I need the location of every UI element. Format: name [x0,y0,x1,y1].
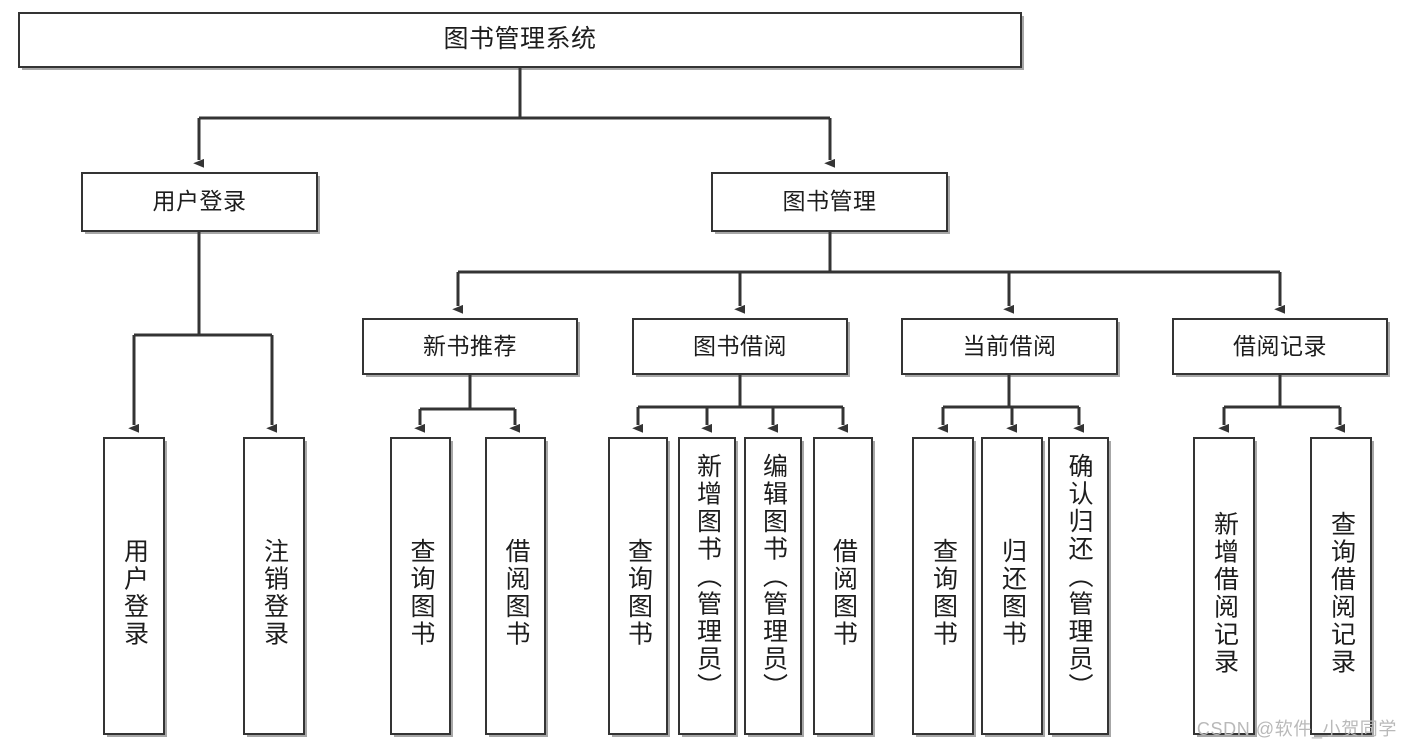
node-label: 编辑图书（管理员） [759,453,788,701]
node-label: 图书管理 [782,188,877,215]
node-label: 新增图书（管理员） [693,453,722,701]
leaf-edit-book-admin[interactable]: 编辑图书（管理员） [744,437,802,735]
leaf-user-login[interactable]: 用户登录 [103,437,165,735]
node-label: 查询图书 [929,538,958,648]
node-label: 查询图书 [407,538,435,648]
node-label: 新书推荐 [423,332,517,359]
leaf-user-logout[interactable]: 注销登录 [243,437,305,735]
node-book-borrow[interactable]: 图书借阅 [632,318,848,375]
node-label: 当前借阅 [962,332,1057,359]
node-label: 用户登录 [120,538,149,648]
node-label: 归还图书 [998,538,1027,648]
leaf-borrow-book-recommend[interactable]: 借阅图书 [485,437,546,735]
node-new-book-recommend[interactable]: 新书推荐 [362,318,578,375]
leaf-return-book[interactable]: 归还图书 [981,437,1043,735]
node-label: 新增借阅记录 [1210,510,1239,676]
leaf-query-book-current[interactable]: 查询图书 [912,437,974,735]
node-label: 借阅图书 [502,538,530,648]
node-root-system[interactable]: 图书管理系统 [18,12,1022,68]
leaf-add-borrow-record[interactable]: 新增借阅记录 [1193,437,1255,735]
node-label: 图书借阅 [693,332,787,359]
node-label: 用户登录 [152,188,247,215]
node-label: 借阅记录 [1233,332,1327,359]
leaf-query-borrow-record[interactable]: 查询借阅记录 [1310,437,1372,735]
node-user-login[interactable]: 用户登录 [81,172,318,232]
leaf-query-book-borrow[interactable]: 查询图书 [608,437,668,735]
leaf-borrow-book[interactable]: 借阅图书 [813,437,873,735]
node-label: 查询图书 [624,538,653,648]
leaf-add-book-admin[interactable]: 新增图书（管理员） [678,437,736,735]
node-book-management[interactable]: 图书管理 [711,172,948,232]
leaf-confirm-return-admin[interactable]: 确认归还（管理员） [1048,437,1109,735]
node-label: 确认归还（管理员） [1065,453,1093,701]
node-label: 注销登录 [260,538,289,648]
node-current-borrow[interactable]: 当前借阅 [901,318,1118,375]
node-borrow-record[interactable]: 借阅记录 [1172,318,1388,375]
leaf-query-book-recommend[interactable]: 查询图书 [390,437,451,735]
node-label: 借阅图书 [829,538,858,648]
node-label: 查询借阅记录 [1327,510,1356,676]
node-label: 图书管理系统 [443,25,597,54]
